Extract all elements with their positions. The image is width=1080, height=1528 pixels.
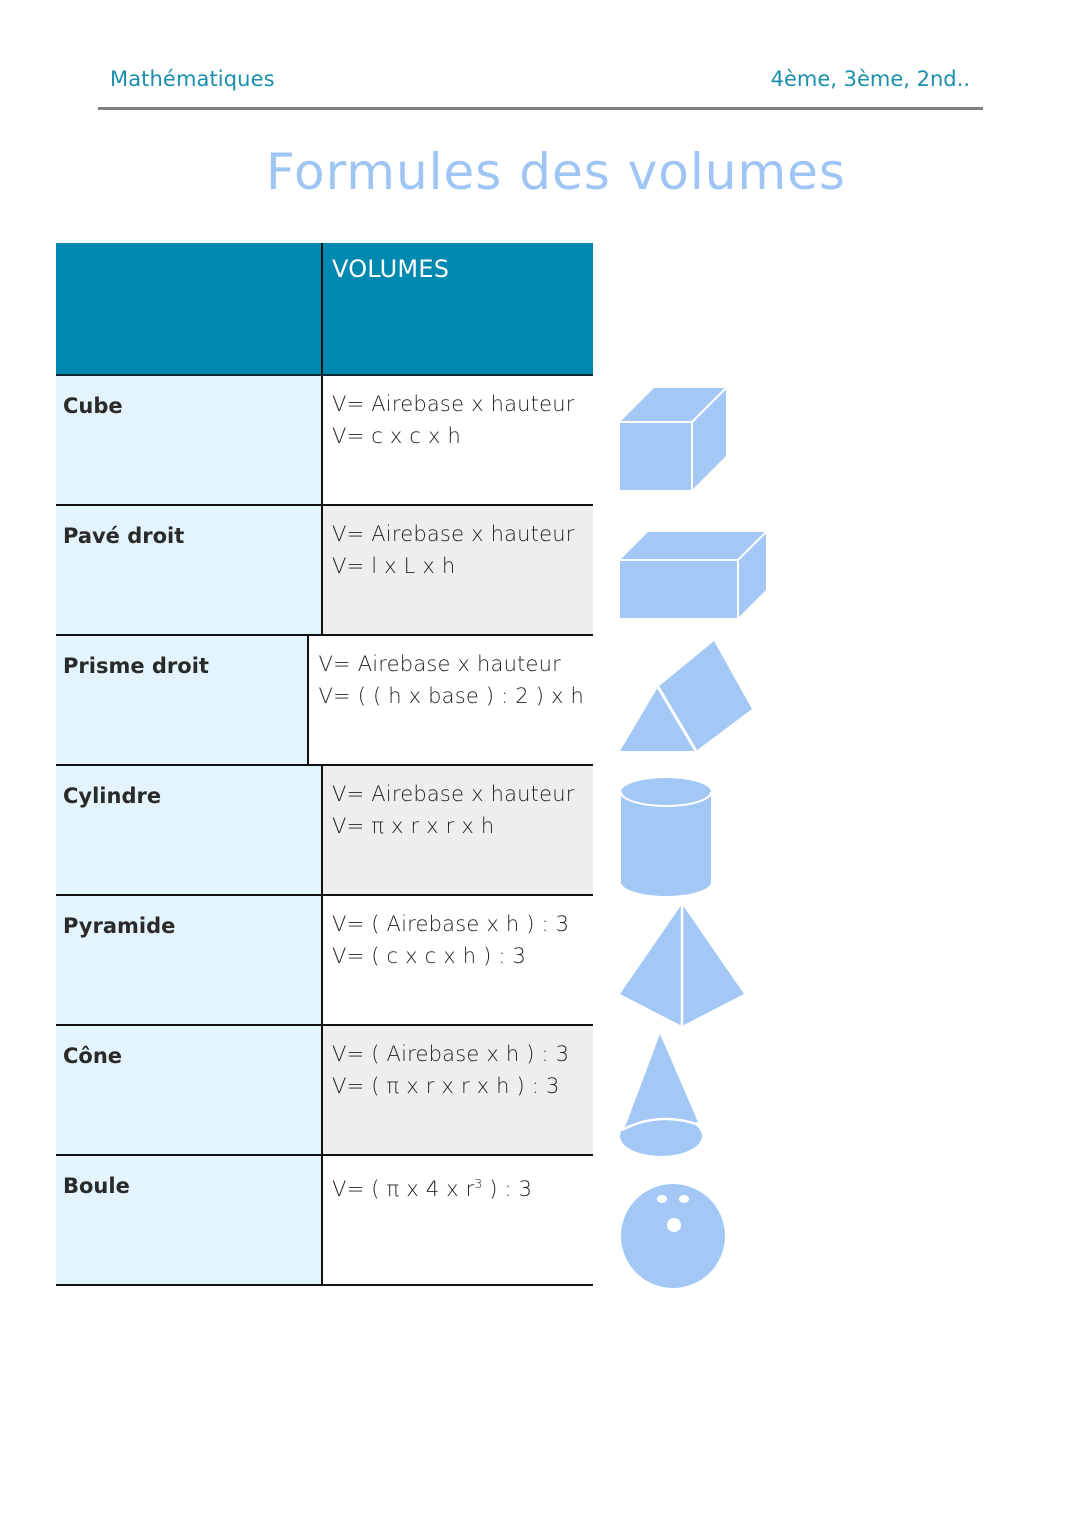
- table-row: Pyramide V= ( Airebase x h ) : 3 V= ( c …: [56, 896, 593, 1026]
- levels-label: 4ème, 3ème, 2nd..: [770, 67, 970, 91]
- formula-line: V= ( c x c x h ) : 3: [332, 944, 527, 968]
- shape-name-cell: Pyramide: [56, 896, 323, 1024]
- triangular-prism-icon: [620, 641, 752, 752]
- table-row: Prisme droit V= Airebase x hauteur V= ( …: [56, 636, 593, 766]
- formula-cell: V= Airebase x hauteur V= π x r x r x h: [323, 766, 593, 894]
- shape-name-cell: Pavé droit: [56, 506, 323, 634]
- formula-cell: V= Airebase x hauteur V= c x c x h: [323, 376, 593, 504]
- shape-name: Pavé droit: [63, 524, 185, 548]
- formula-line: V= ( Airebase x h ) : 3: [332, 1042, 570, 1066]
- formula-line: V= ( π x 4 x r3 ) : 3: [332, 1168, 584, 1205]
- formula-line: V= Airebase x hauteur: [332, 392, 575, 416]
- volumes-heading: VOLUMES: [332, 255, 450, 283]
- formula-line: V= ( Airebase x h ) : 3: [332, 912, 570, 936]
- shape-name: Cône: [63, 1044, 123, 1068]
- header-cell-empty: [56, 243, 323, 374]
- cylinder-icon: [620, 778, 712, 896]
- page-title: Formules des volumes: [266, 143, 846, 201]
- formula-line: V= Airebase x hauteur: [332, 782, 575, 806]
- shape-name-cell: Cône: [56, 1026, 323, 1154]
- shape-name: Cylindre: [63, 784, 162, 808]
- pyramid-icon: [620, 904, 744, 1026]
- shape-name: Pyramide: [63, 914, 176, 938]
- shape-name: Prisme droit: [63, 654, 209, 678]
- formula-line: V= ( π x r x r x h ) : 3: [332, 1074, 560, 1098]
- table-row: Cube V= Airebase x hauteur V= c x c x h: [56, 376, 593, 506]
- formula-line: V= c x c x h: [332, 424, 461, 448]
- shape-name: Boule: [63, 1174, 130, 1198]
- page-header: Mathématiques 4ème, 3ème, 2nd..: [0, 0, 1080, 112]
- shape-name: Cube: [63, 394, 123, 418]
- formula-exponent: 3: [474, 1177, 483, 1191]
- formula-line: V= l x L x h: [332, 554, 456, 578]
- table-row: Boule V= ( π x 4 x r3 ) : 3: [56, 1156, 593, 1286]
- sphere-icon: [621, 1184, 725, 1288]
- rectangular-prism-icon: [620, 531, 767, 618]
- header-divider: [98, 107, 983, 110]
- shape-name-cell: Boule: [56, 1156, 323, 1284]
- subject-label: Mathématiques: [110, 67, 275, 91]
- shape-name-cell: Cylindre: [56, 766, 323, 894]
- formula-prefix: V= ( π x 4 x r: [332, 1177, 475, 1201]
- cube-icon: [620, 387, 727, 490]
- volumes-table: VOLUMES Cube V= Airebase x hauteur V= c …: [56, 243, 593, 1286]
- table-row: Cylindre V= Airebase x hauteur V= π x r …: [56, 766, 593, 896]
- table-row: Pavé droit V= Airebase x hauteur V= l x …: [56, 506, 593, 636]
- formula-cell: V= Airebase x hauteur V= ( ( h x base ) …: [309, 636, 593, 764]
- formula-line: V= Airebase x hauteur: [318, 652, 562, 676]
- table-row: Cône V= ( Airebase x h ) : 3 V= ( π x r …: [56, 1026, 593, 1156]
- formula-line: V= Airebase x hauteur: [332, 522, 575, 546]
- shape-name-cell: Cube: [56, 376, 323, 504]
- formula-cell: V= Airebase x hauteur V= l x L x h: [323, 506, 593, 634]
- formula-line: V= π x r x r x h: [332, 814, 495, 838]
- formula-cell: V= ( π x 4 x r3 ) : 3: [323, 1156, 593, 1284]
- formula-cell: V= ( Airebase x h ) : 3 V= ( π x r x r x…: [323, 1026, 593, 1154]
- table-header-row: VOLUMES: [56, 243, 593, 376]
- header-cell-volumes: VOLUMES: [323, 243, 593, 374]
- formula-suffix: ) : 3: [482, 1177, 533, 1201]
- cone-icon: [620, 1034, 703, 1156]
- formula-line: V= ( ( h x base ) : 2 ) x h: [318, 684, 584, 708]
- formula-cell: V= ( Airebase x h ) : 3 V= ( c x c x h )…: [323, 896, 593, 1024]
- shape-name-cell: Prisme droit: [56, 636, 310, 764]
